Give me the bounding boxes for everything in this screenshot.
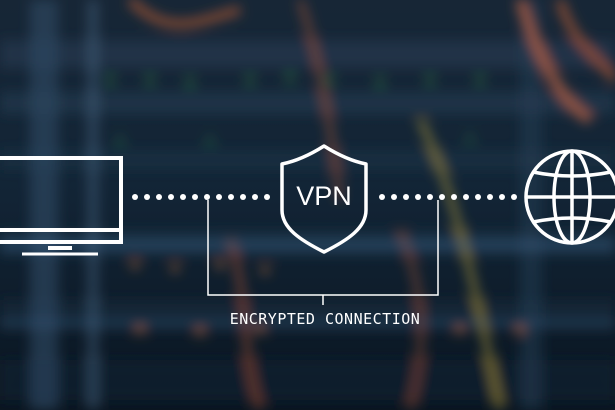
shield-label: VPN <box>296 181 352 211</box>
connection-caption: ENCRYPTED CONNECTION <box>229 310 421 328</box>
connection-dots-right <box>379 194 517 200</box>
shield-icon: VPN <box>280 144 368 254</box>
connection-dots-left <box>132 194 270 200</box>
monitor-icon <box>0 156 123 256</box>
encryption-bracket <box>207 200 439 305</box>
globe-icon <box>524 149 615 245</box>
